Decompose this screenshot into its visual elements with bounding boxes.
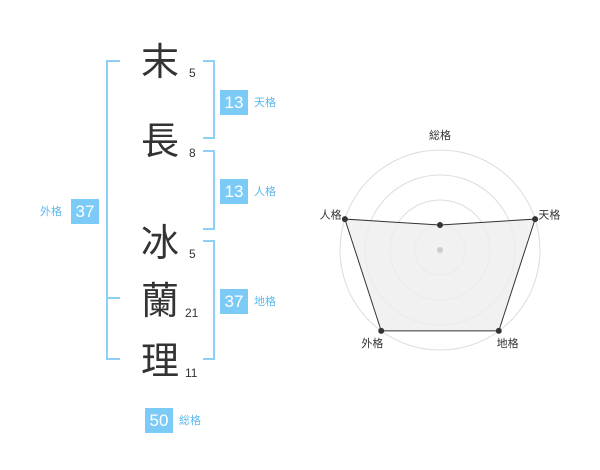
jinkaku-label: 人格 <box>254 185 276 198</box>
radar-axis-label-2: 天格 <box>538 207 560 221</box>
name-char-5: 理 <box>140 339 179 383</box>
soukaku-label: 総格 <box>179 414 201 427</box>
name-char-2: 長 <box>140 119 179 163</box>
radar-point-5 <box>341 216 348 223</box>
tenkaku-label: 天格 <box>254 96 276 109</box>
radar-point-4 <box>378 327 385 334</box>
radar-point-3 <box>495 327 502 334</box>
tenkaku-badge: 13 <box>220 90 248 115</box>
gaikaku-label: 外格 <box>40 205 62 218</box>
name-char-1: 末 <box>140 40 179 84</box>
stroke-count-1: 5 <box>189 66 196 80</box>
radar-grid-ring <box>339 149 541 351</box>
chikaku-label: 地格 <box>254 295 276 308</box>
stroke-count-4: 21 <box>185 306 199 320</box>
radar-point-1 <box>437 222 443 228</box>
stroke-count-2: 8 <box>189 146 196 160</box>
radar-center-dot <box>437 247 443 253</box>
gaikaku-badge: 37 <box>71 199 99 224</box>
name-char-4: 蘭 <box>140 279 179 323</box>
radar-axis-label-1: 総格 <box>429 128 451 142</box>
radar-axis-label-3: 地格 <box>497 336 519 350</box>
stroke-count-3: 5 <box>189 247 196 261</box>
stroke-count-5: 11 <box>185 366 198 380</box>
radar-point-2 <box>532 216 539 223</box>
chikaku-badge: 37 <box>220 289 248 314</box>
jinkaku-badge: 13 <box>220 179 248 204</box>
radar-axis-label-5: 人格 <box>320 207 342 221</box>
radar-points <box>341 216 539 334</box>
name-char-3: 冰 <box>140 221 179 265</box>
radar-axis-label-4: 外格 <box>361 336 383 350</box>
soukaku-badge: 50 <box>145 408 173 433</box>
radar-data-polygon <box>344 218 536 332</box>
